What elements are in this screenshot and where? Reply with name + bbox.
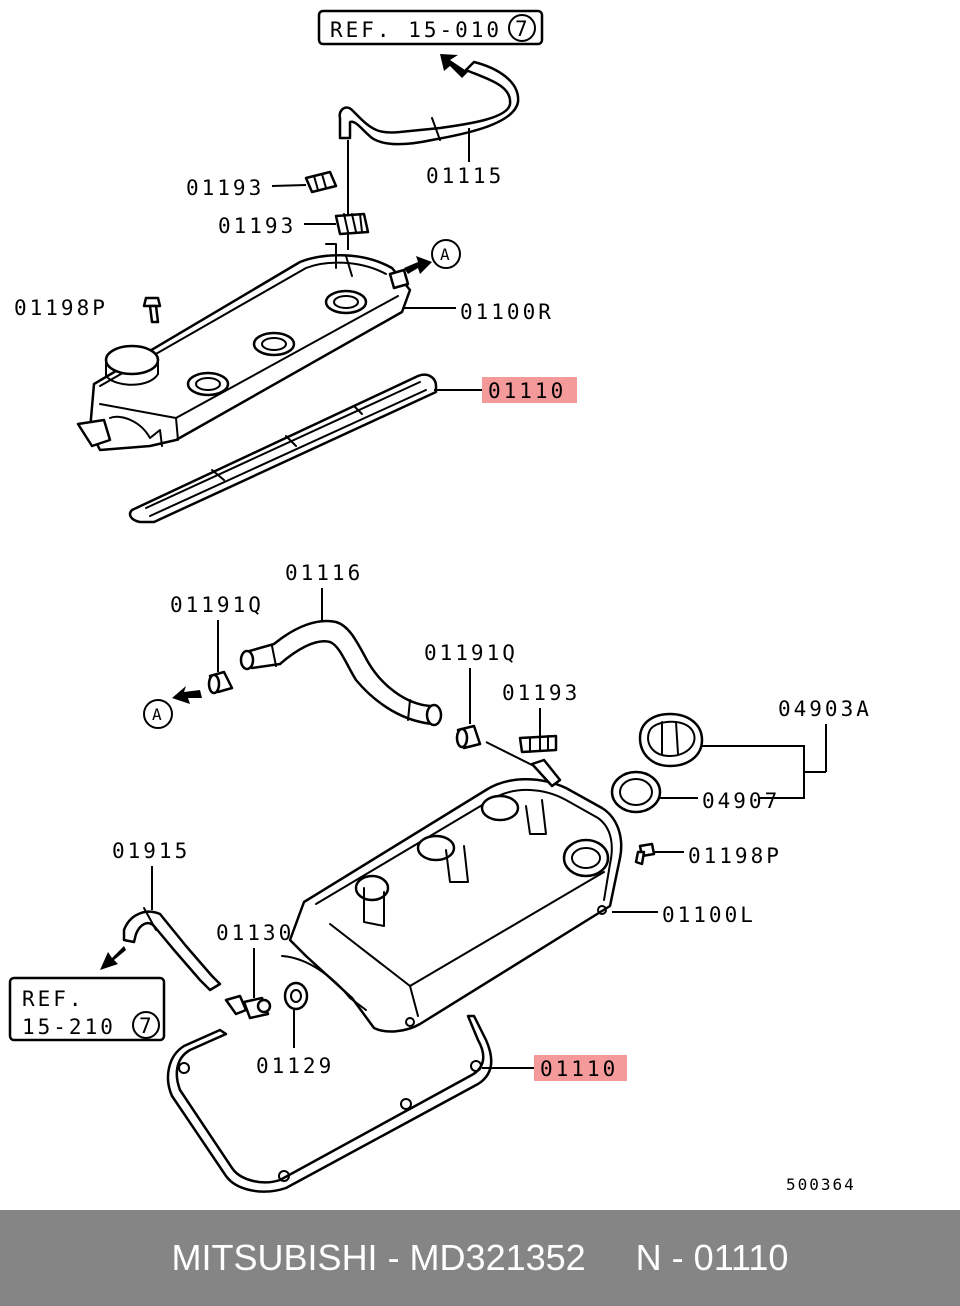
label-01198P-upper[interactable]: 01198P bbox=[14, 296, 108, 320]
grommet-right[interactable] bbox=[455, 724, 482, 750]
label-01191Q-right[interactable]: 01191Q bbox=[424, 641, 518, 665]
highlight-01110-lower bbox=[534, 1055, 627, 1081]
valve-cover-right[interactable] bbox=[76, 243, 412, 452]
valve-cover-gasket-lower[interactable] bbox=[166, 1014, 493, 1193]
arrow-left-icon bbox=[172, 686, 202, 704]
bolt-upper[interactable] bbox=[142, 296, 162, 324]
label-01110-lower[interactable]: 01110 bbox=[540, 1057, 618, 1081]
label-01193-a[interactable]: 01193 bbox=[186, 176, 264, 200]
svg-text:A: A bbox=[440, 245, 452, 264]
label-01193-b[interactable]: 01193 bbox=[218, 214, 296, 238]
arrow-down-left-icon bbox=[100, 946, 126, 970]
label-01193-lower[interactable]: 01193 bbox=[502, 681, 580, 705]
label-01915[interactable]: 01915 bbox=[112, 839, 190, 863]
footer-part-number: MITSUBISHI - MD321352 N - 01110 bbox=[171, 1237, 789, 1278]
reference-top-text: REF. 15-010 bbox=[330, 18, 502, 42]
label-04903A[interactable]: 04903A bbox=[778, 697, 872, 721]
reference-left-line1: REF. bbox=[22, 987, 85, 1011]
hose-clip-upper-b[interactable] bbox=[334, 212, 370, 236]
grommet-left[interactable] bbox=[207, 670, 234, 695]
oil-filler-cap[interactable] bbox=[638, 712, 704, 768]
label-01191Q-left[interactable]: 01191Q bbox=[170, 593, 264, 617]
arrow-right-icon bbox=[404, 256, 432, 274]
label-01116[interactable]: 01116 bbox=[285, 561, 363, 585]
breather-hose-lower[interactable] bbox=[239, 619, 443, 727]
pcv-valve[interactable] bbox=[224, 994, 272, 1020]
valve-cover-gasket-upper[interactable] bbox=[128, 373, 438, 524]
reference-left-number: 7 bbox=[139, 1014, 155, 1038]
label-01100L[interactable]: 01100L bbox=[662, 903, 756, 927]
oil-cap-seal-ring[interactable] bbox=[610, 770, 662, 814]
label-01130[interactable]: 01130 bbox=[216, 921, 294, 945]
highlight-01110-upper bbox=[482, 377, 577, 403]
pcv-hose-left[interactable] bbox=[122, 907, 222, 992]
label-01100R[interactable]: 01100R bbox=[460, 300, 554, 324]
reference-box-top[interactable]: REF. 15-010 7 bbox=[317, 9, 544, 46]
label-01110-upper[interactable]: 01110 bbox=[488, 379, 566, 403]
breather-hose-upper[interactable] bbox=[338, 60, 520, 146]
svg-text:A: A bbox=[152, 705, 164, 724]
label-01129[interactable]: 01129 bbox=[256, 1054, 334, 1078]
label-04907[interactable]: 04907 bbox=[702, 789, 780, 813]
hose-clip-lower[interactable] bbox=[518, 734, 558, 754]
pcv-valve-grommet[interactable] bbox=[283, 981, 309, 1011]
reference-left-line2: 15-210 bbox=[22, 1015, 116, 1039]
hose-clip-upper-a[interactable] bbox=[304, 170, 338, 194]
reference-top-number: 7 bbox=[515, 17, 531, 41]
connector-a-marker-top[interactable]: A bbox=[431, 239, 461, 269]
diagram-code: 500364 bbox=[786, 1175, 856, 1194]
connector-a-marker-lower[interactable]: A bbox=[143, 699, 173, 729]
footer-bar: MITSUBISHI - MD321352 N - 01110 bbox=[0, 1210, 960, 1306]
label-01115[interactable]: 01115 bbox=[426, 164, 504, 188]
valve-cover-left[interactable] bbox=[281, 758, 623, 1033]
label-01198P-lower[interactable]: 01198P bbox=[688, 844, 782, 868]
bolt-lower[interactable] bbox=[634, 842, 656, 866]
arrow-up-left-icon bbox=[440, 54, 468, 78]
parts-diagram: REF. 15-010 7 01115 01193 01193 A 01198 bbox=[8, 9, 872, 1194]
reference-box-left[interactable]: REF. 15-210 7 bbox=[8, 976, 166, 1042]
